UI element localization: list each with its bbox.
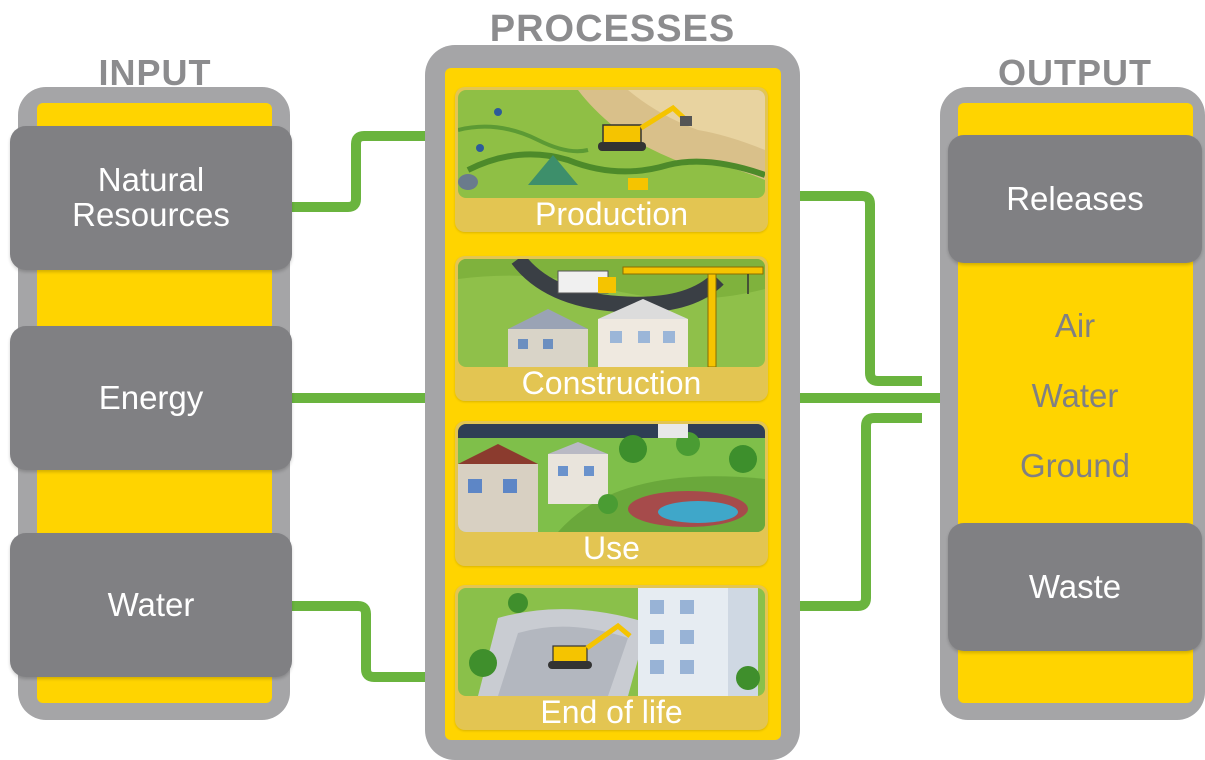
output-releases-label: Releases (1006, 179, 1144, 217)
release-target-air: Air (1054, 307, 1096, 344)
process-use-label: Use (583, 530, 640, 566)
process-card-construction: Construction (455, 256, 768, 401)
construction-site-crane-illustration (458, 259, 765, 367)
release-target-ground: Ground (1019, 447, 1131, 484)
process-production-label: Production (535, 196, 688, 232)
building-demolition-illustration (458, 588, 765, 696)
connector-endoflife-waste (798, 413, 922, 611)
residential-houses-illustration (458, 424, 765, 532)
output-waste-label: Waste (1028, 567, 1122, 605)
connector-natural-resources (292, 131, 432, 212)
process-card-use: Use (455, 421, 768, 566)
input-title: INPUT (98, 52, 212, 93)
output-waste: Waste (948, 523, 1202, 651)
release-target-water: Water (1031, 377, 1119, 414)
output-title: OUTPUT (998, 52, 1152, 93)
process-card-end-of-life: End of life (455, 585, 768, 730)
input-energy: Energy (10, 326, 292, 470)
input-natural-resources-line2: Resources (72, 196, 230, 233)
input-water-label: Water (107, 585, 195, 623)
processes-title: PROCESSES (489, 8, 736, 50)
process-construction-label: Construction (521, 365, 702, 401)
input-natural-resources-line1: Natural (97, 161, 205, 199)
input-energy-label: Energy (98, 378, 204, 416)
output-releases: Releases (948, 135, 1202, 263)
quarry-excavator-illustration (458, 90, 765, 198)
connector-water (292, 601, 432, 682)
connector-production-releases (798, 191, 922, 386)
process-card-production: Production (455, 87, 768, 232)
process-end-of-life-label: End of life (540, 694, 683, 730)
input-water: Water (10, 533, 292, 677)
